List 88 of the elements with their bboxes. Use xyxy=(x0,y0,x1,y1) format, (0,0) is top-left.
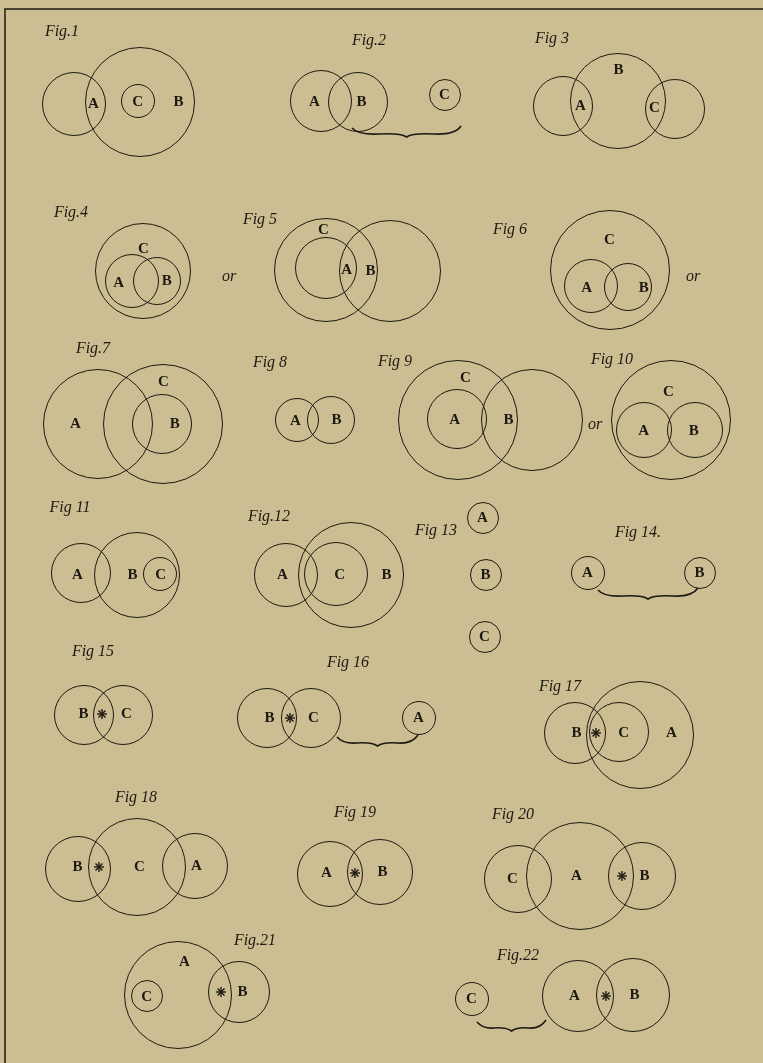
figure-label: Fig 20 xyxy=(491,806,535,822)
figure-label: Fig 6 xyxy=(492,221,528,237)
circle-letter: A xyxy=(581,564,593,580)
circle-letter: C xyxy=(155,566,167,582)
euler-circle xyxy=(526,822,634,930)
circle-letter: C xyxy=(465,990,477,1006)
figure-label: Fig 11 xyxy=(49,499,91,515)
circle-letter: B xyxy=(381,566,392,582)
figure-label: Fig 8 xyxy=(252,354,288,370)
circle-letter: C xyxy=(506,870,518,886)
circle-letter: B xyxy=(480,566,491,582)
circle-letter: A xyxy=(574,97,586,113)
circle-letter: A xyxy=(178,953,190,969)
figure-label: Fig.7 xyxy=(75,340,111,356)
circle-letter: B xyxy=(72,858,83,874)
figure-label: or xyxy=(685,268,701,284)
figure-label: Fig 9 xyxy=(377,353,413,369)
figure-label: Fig 10 xyxy=(590,351,634,367)
figure-label: Fig.21 xyxy=(233,932,277,948)
circle-letter: B xyxy=(237,983,248,999)
figure-label: Fig 15 xyxy=(71,643,115,659)
circle-letter: C xyxy=(648,99,660,115)
circle-letter: A xyxy=(289,412,301,428)
figure-label: Fig 16 xyxy=(326,654,370,670)
circle-letter: A xyxy=(449,411,461,427)
circle-letter: B xyxy=(629,986,640,1002)
figure-label: or xyxy=(221,268,237,284)
figure-label: or xyxy=(587,416,603,432)
circle-letter: B xyxy=(571,724,582,740)
figure-label: Fig 19 xyxy=(333,804,377,820)
circle-letter: A xyxy=(320,864,332,880)
circle-letter: A xyxy=(341,261,353,277)
circle-letter: C xyxy=(618,724,630,740)
circle-letter: C xyxy=(459,369,471,385)
figure-label: Fig.1 xyxy=(44,23,80,39)
figure-label: Fig 3 xyxy=(534,30,570,46)
circle-letter: B xyxy=(694,564,705,580)
circle-letter: C xyxy=(120,705,132,721)
circle-letter: A xyxy=(412,709,424,725)
circle-letter: B xyxy=(78,705,89,721)
circle-letter: C xyxy=(478,628,490,644)
circle-letter: C xyxy=(662,383,674,399)
circle-letter: C xyxy=(132,93,144,109)
circle-letter: A xyxy=(638,422,650,438)
circle-letter: B xyxy=(365,262,376,278)
circle-letter: A xyxy=(87,95,99,111)
figure-label: Fig.2 xyxy=(351,32,387,48)
figure-label: Fig.22 xyxy=(496,947,540,963)
circle-letter: C xyxy=(307,709,319,725)
circle-letter: B xyxy=(503,411,514,427)
figure-label: Fig 18 xyxy=(114,789,158,805)
circle-letter: A xyxy=(276,566,288,582)
figure-label: Fig 13 xyxy=(414,522,458,538)
figure-label: Fig.4 xyxy=(53,204,89,220)
circle-letter: C xyxy=(334,566,346,582)
circle-letter: A xyxy=(71,566,83,582)
circle-letter: B xyxy=(639,867,650,883)
circle-letter: C xyxy=(157,373,169,389)
circle-letter: B xyxy=(377,863,388,879)
circle-letter: A xyxy=(665,724,677,740)
circle-letter: C xyxy=(137,240,149,256)
circle-letter: B xyxy=(169,415,180,431)
figure-label: Fig 5 xyxy=(242,211,278,227)
circle-letter: C xyxy=(141,988,153,1004)
circle-letter: A xyxy=(113,274,125,290)
circle-letter: B xyxy=(688,422,699,438)
circle-letter: B xyxy=(161,272,172,288)
circle-letter: B xyxy=(127,566,138,582)
circle-letter: A xyxy=(190,857,202,873)
circle-letter: A xyxy=(568,987,580,1003)
circle-letter: A xyxy=(581,279,593,295)
figure-label: Fig 17 xyxy=(538,678,582,694)
figure-label: Fig 14. xyxy=(614,524,662,540)
figure-label: Fig.12 xyxy=(247,508,291,524)
circle-letter: B xyxy=(613,61,624,77)
circle-letter: C xyxy=(317,221,329,237)
circle-letter: B xyxy=(356,93,367,109)
circle-letter: A xyxy=(570,867,582,883)
circle-letter: C xyxy=(133,858,145,874)
circle-letter: B xyxy=(264,709,275,725)
circle-letter: C xyxy=(603,231,615,247)
circle-letter: B xyxy=(638,279,649,295)
circle-letter: A xyxy=(69,415,81,431)
circle-letter: A xyxy=(476,509,488,525)
circle-letter: B xyxy=(173,93,184,109)
circle-letter: A xyxy=(308,93,320,109)
circle-letter: C xyxy=(438,86,450,102)
circle-letter: B xyxy=(331,411,342,427)
